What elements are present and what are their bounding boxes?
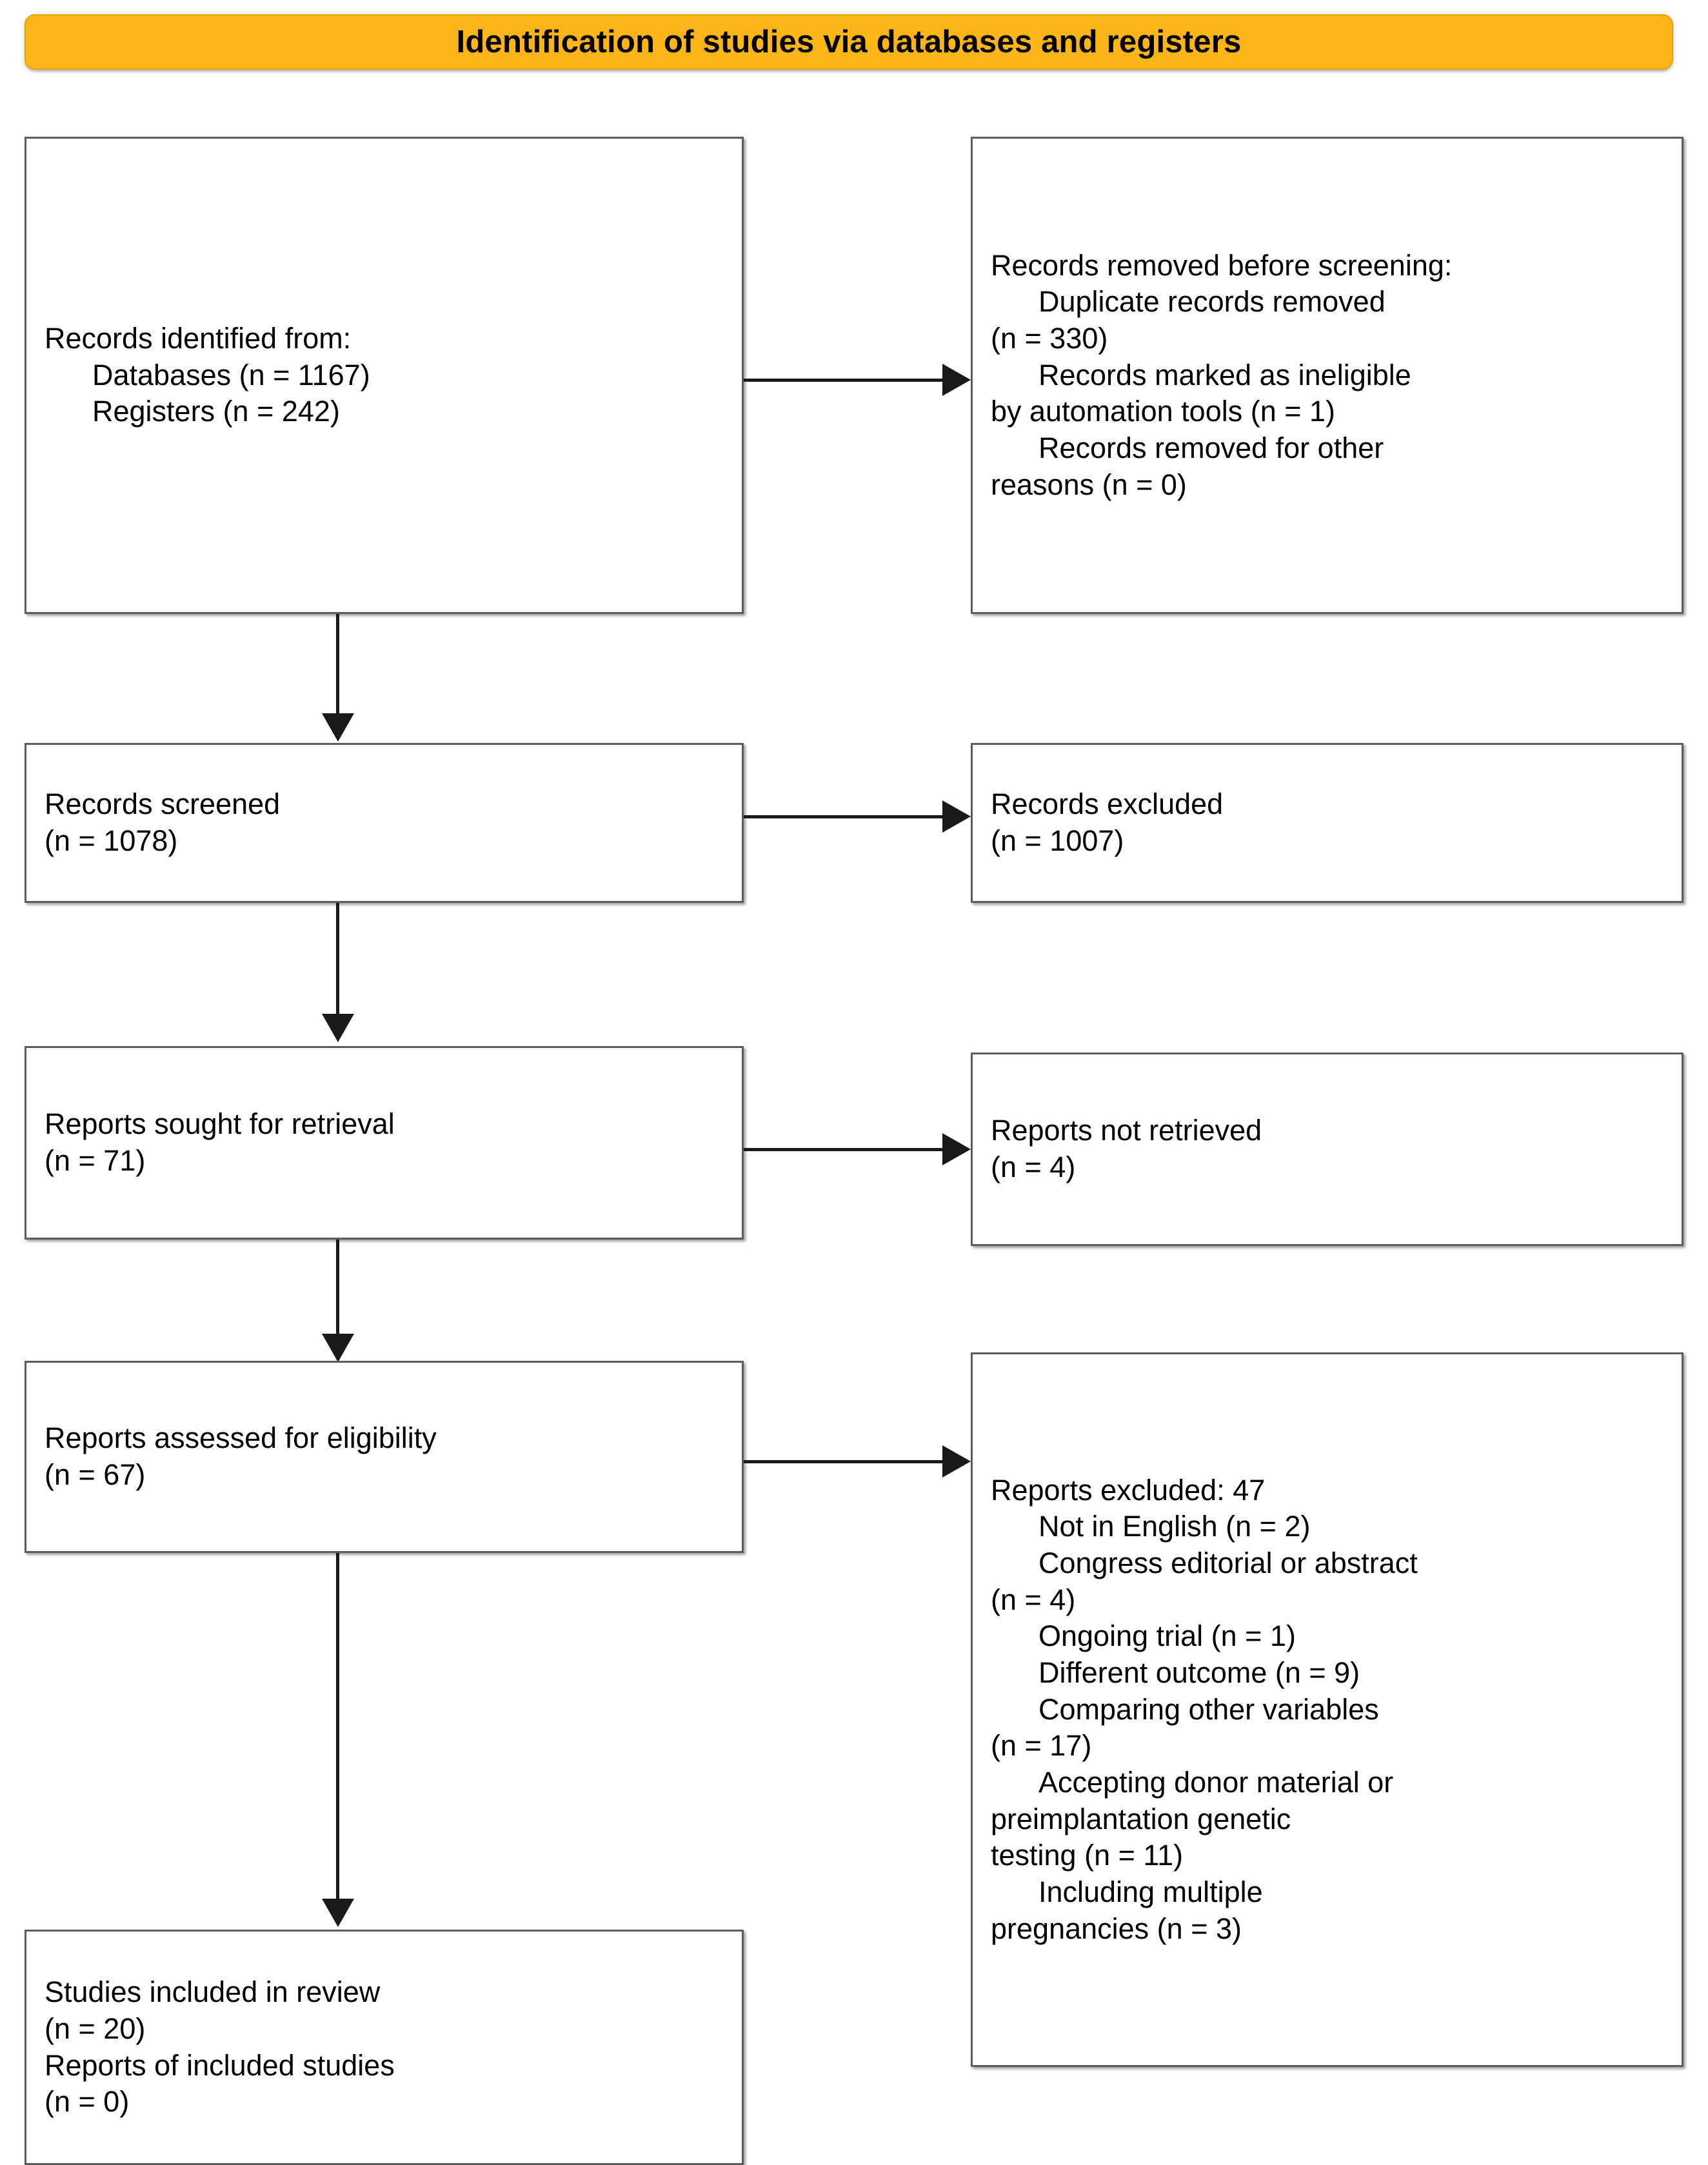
reports-of-included-n: (n = 0) (45, 2085, 130, 2119)
records-identified-heading: Records identified from: (45, 321, 352, 355)
arrowhead-assessed-to-excluded-icon (942, 1445, 971, 1478)
box-reports-not-retrieved: Reports not retrieved (n = 4) (971, 1053, 1683, 1246)
reports-of-included-label: Reports of included studies (45, 2048, 395, 2082)
reports-sought-label: Reports sought for retrieval (45, 1107, 395, 1141)
identification-banner: Identification of studies via databases … (25, 14, 1673, 70)
reason-donor-material-cont2: testing (n = 11) (991, 1839, 1184, 1872)
studies-included-label: Studies included in review (45, 1975, 381, 2009)
records-removed-other-label: Records removed for other (1038, 431, 1384, 465)
reports-excluded-heading: Reports excluded: 47 (991, 1473, 1266, 1507)
arrowhead-screened-to-excluded-icon (942, 800, 971, 833)
banner-title: Identification of studies via databases … (456, 25, 1242, 59)
box-records-screened: Records screened (n = 1078) (25, 743, 744, 903)
records-removed-other-cont: reasons (n = 0) (991, 468, 1187, 501)
box-reports-assessed: Reports assessed for eligibility (n = 67… (25, 1361, 744, 1553)
records-excluded-n: (n = 1007) (991, 824, 1124, 857)
connector-screened-to-excluded (744, 815, 945, 818)
records-screened-n: (n = 1078) (45, 824, 178, 857)
records-ineligible-automation-label: Records marked as ineligible (1038, 358, 1411, 391)
records-ineligible-automation-cont: by automation tools (n = 1) (991, 395, 1336, 428)
box-records-identified: Records identified from: Databases (n = … (25, 137, 744, 614)
arrowhead-screened-to-sought-icon (322, 1014, 354, 1042)
reason-comparing-other-variables: Comparing other variables (1038, 1692, 1379, 1726)
records-identified-registers: Registers (n = 242) (92, 395, 340, 428)
arrowhead-sought-to-not-retrieved-icon (942, 1133, 971, 1165)
connector-assessed-to-excluded (744, 1460, 945, 1463)
reports-not-retrieved-n: (n = 4) (991, 1151, 1076, 1183)
box-reports-sought: Reports sought for retrieval (n = 71) (25, 1046, 744, 1240)
reason-ongoing-trial: Ongoing trial (n = 1) (1038, 1619, 1296, 1653)
reports-assessed-n: (n = 67) (45, 1458, 146, 1491)
reports-assessed-label: Reports assessed for eligibility (45, 1421, 437, 1455)
reason-comparing-other-variables-n: (n = 17) (991, 1729, 1092, 1763)
box-studies-included: Studies included in review (n = 20) Repo… (25, 1930, 744, 2165)
duplicate-records-removed-label: Duplicate records removed (1038, 285, 1385, 319)
reason-not-in-english: Not in English (n = 2) (1038, 1510, 1311, 1543)
connector-sought-to-assessed (336, 1240, 339, 1349)
reason-donor-material: Accepting donor material or (1038, 1766, 1394, 1799)
box-records-removed-before-screening: Records removed before screening: Duplic… (971, 137, 1683, 614)
records-screened-label: Records screened (45, 787, 281, 821)
records-removed-heading-italic: before screening (1227, 248, 1444, 282)
reports-sought-n: (n = 71) (45, 1144, 146, 1177)
reports-not-retrieved-label: Reports not retrieved (991, 1114, 1262, 1147)
box-records-excluded: Records excluded (n = 1007) (971, 743, 1683, 903)
records-removed-heading-suffix: : (1444, 248, 1453, 282)
reason-multiple-pregnancies-cont: pregnancies (n = 3) (991, 1912, 1242, 1945)
duplicate-records-removed-n: (n = 330) (991, 321, 1108, 355)
reason-congress-editorial-n: (n = 4) (991, 1583, 1076, 1616)
connector-assessed-to-included (336, 1553, 339, 1901)
arrowhead-identified-to-removed-icon (942, 364, 971, 396)
box-reports-excluded-reasons: Reports excluded: 47 Not in English (n =… (971, 1352, 1683, 2067)
reason-different-outcome: Different outcome (n = 9) (1038, 1656, 1360, 1689)
reason-multiple-pregnancies: Including multiple (1038, 1875, 1263, 1909)
arrowhead-identified-to-screened-icon (322, 713, 354, 742)
connector-identified-to-screened (336, 614, 339, 716)
connector-sought-to-not-retrieved (744, 1148, 945, 1151)
records-removed-heading: Records removed before screening: (991, 248, 1663, 284)
reason-congress-editorial: Congress editorial or abstract (1038, 1546, 1418, 1579)
studies-included-n: (n = 20) (45, 2012, 146, 2045)
arrowhead-sought-to-assessed-icon (322, 1334, 354, 1362)
connector-screened-to-sought (336, 903, 339, 1016)
records-excluded-label: Records excluded (991, 787, 1224, 821)
arrowhead-assessed-to-included-icon (322, 1899, 354, 1927)
records-removed-heading-prefix: Records removed (991, 248, 1228, 282)
reason-donor-material-cont1: preimplantation genetic (991, 1802, 1291, 1835)
connector-identified-to-removed (744, 379, 945, 382)
records-identified-databases: Databases (n = 1167) (92, 358, 370, 391)
